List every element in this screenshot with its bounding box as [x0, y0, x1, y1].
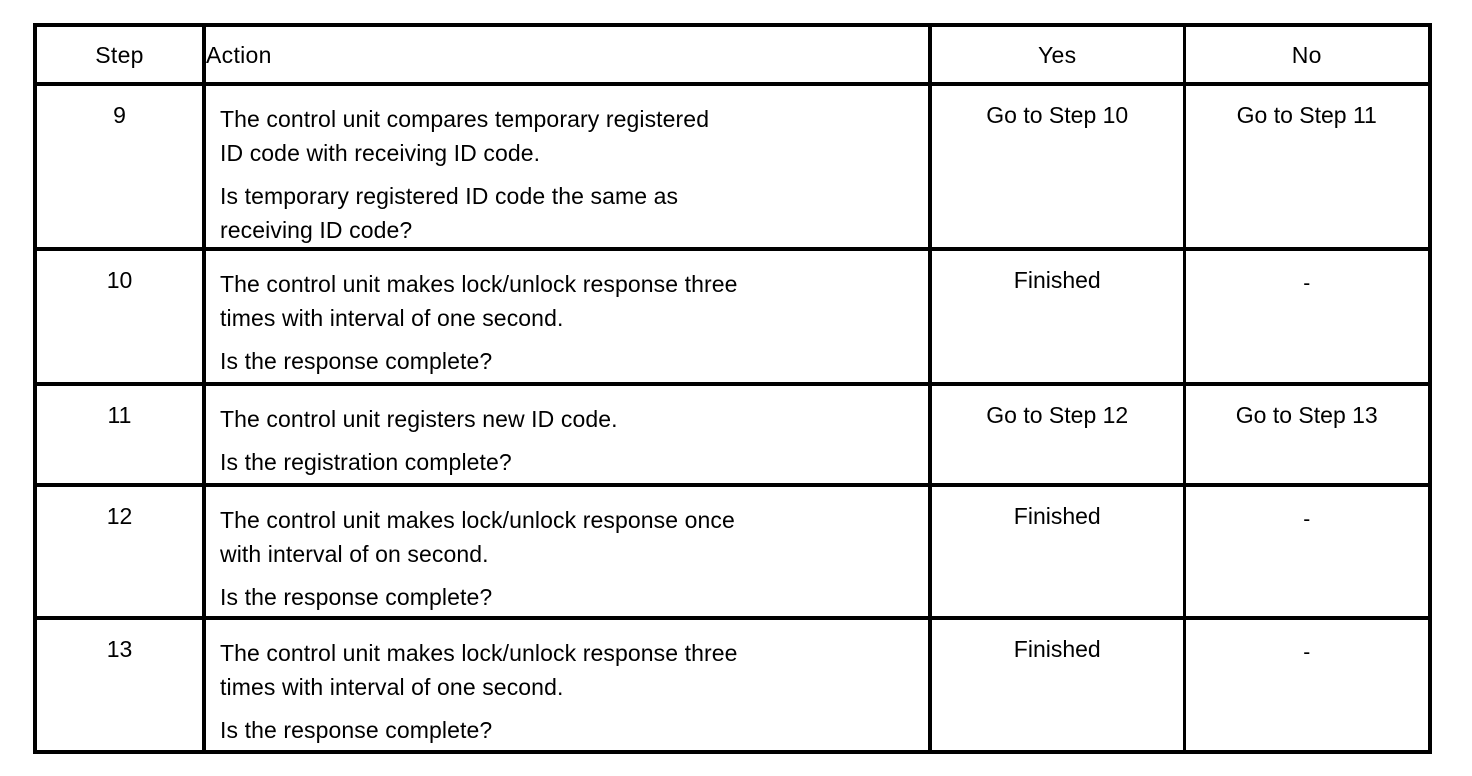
- column-header-yes: Yes: [930, 25, 1186, 86]
- table-row: 13 The control unit makes lock/unlock re…: [35, 618, 1430, 752]
- action-paragraph: Is the registration complete?: [220, 449, 512, 475]
- cell-step: 13: [35, 618, 206, 752]
- yes-outcome: Finished: [1013, 636, 1101, 662]
- step-number: 12: [106, 503, 133, 529]
- cell-yes: Go to Step 12: [930, 384, 1186, 487]
- yes-outcome: Go to Step 10: [986, 102, 1129, 128]
- yes-outcome: Finished: [1013, 503, 1101, 529]
- cell-no: Go to Step 11: [1184, 84, 1430, 251]
- no-outcome: -: [1303, 272, 1311, 295]
- cell-step: 9: [35, 84, 206, 251]
- table-header-row: Step Action Yes No: [35, 25, 1430, 86]
- cell-step: 11: [35, 384, 206, 487]
- step-number: 10: [106, 267, 133, 293]
- no-outcome: Go to Step 13: [1235, 402, 1378, 428]
- column-header-action: Action: [204, 25, 932, 86]
- yes-outcome: Finished: [1013, 267, 1101, 293]
- cell-action: The control unit makes lock/unlock respo…: [204, 249, 932, 386]
- no-outcome: -: [1303, 641, 1311, 664]
- action-paragraph: Is the response complete?: [220, 348, 493, 374]
- step-number: 11: [107, 402, 132, 428]
- action-text-block: The control unit registers new ID code. …: [206, 386, 928, 479]
- cell-yes: Go to Step 10: [930, 84, 1186, 251]
- column-header-step-label: Step: [95, 42, 144, 68]
- cell-no: Go to Step 13: [1184, 384, 1430, 487]
- action-paragraph: Is the response complete?: [220, 584, 493, 610]
- yes-outcome: Go to Step 12: [986, 402, 1129, 428]
- action-paragraph: The control unit makes lock/unlock respo…: [220, 507, 735, 567]
- step-number: 9: [113, 102, 126, 128]
- decision-table: Step Action Yes No 9: [33, 23, 1432, 754]
- action-text-block: The control unit makes lock/unlock respo…: [206, 620, 928, 747]
- table-row: 9 The control unit compares temporary re…: [35, 84, 1430, 251]
- no-outcome: -: [1303, 508, 1311, 531]
- column-header-step: Step: [35, 25, 206, 86]
- action-text-block: The control unit makes lock/unlock respo…: [206, 487, 928, 614]
- action-paragraph: The control unit compares temporary regi…: [220, 106, 710, 166]
- cell-action: The control unit makes lock/unlock respo…: [204, 485, 932, 620]
- cell-action: The control unit registers new ID code. …: [204, 384, 932, 487]
- action-paragraph: The control unit registers new ID code.: [220, 406, 618, 432]
- action-text-block: The control unit makes lock/unlock respo…: [206, 251, 928, 378]
- step-number: 13: [106, 636, 133, 662]
- table-row: 12 The control unit makes lock/unlock re…: [35, 485, 1430, 620]
- cell-no: -: [1184, 249, 1430, 386]
- column-header-no: No: [1184, 25, 1430, 86]
- cell-yes: Finished: [930, 485, 1186, 620]
- cell-step: 12: [35, 485, 206, 620]
- cell-yes: Finished: [930, 249, 1186, 386]
- action-paragraph: The control unit makes lock/unlock respo…: [220, 640, 738, 700]
- action-paragraph: Is the response complete?: [220, 717, 493, 743]
- cell-yes: Finished: [930, 618, 1186, 752]
- column-header-no-label: No: [1291, 42, 1322, 68]
- column-header-yes-label: Yes: [1038, 42, 1077, 68]
- action-text-block: The control unit compares temporary regi…: [206, 86, 928, 247]
- action-paragraph: Is temporary registered ID code the same…: [220, 183, 679, 243]
- no-outcome: Go to Step 11: [1236, 102, 1377, 128]
- column-header-action-label: Action: [206, 42, 272, 68]
- action-paragraph: The control unit makes lock/unlock respo…: [220, 271, 738, 331]
- cell-step: 10: [35, 249, 206, 386]
- table-row: 10 The control unit makes lock/unlock re…: [35, 249, 1430, 386]
- cell-action: The control unit makes lock/unlock respo…: [204, 618, 932, 752]
- table-row: 11 The control unit registers new ID cod…: [35, 384, 1430, 487]
- cell-no: -: [1184, 485, 1430, 620]
- cell-no: -: [1184, 618, 1430, 752]
- cell-action: The control unit compares temporary regi…: [204, 84, 932, 251]
